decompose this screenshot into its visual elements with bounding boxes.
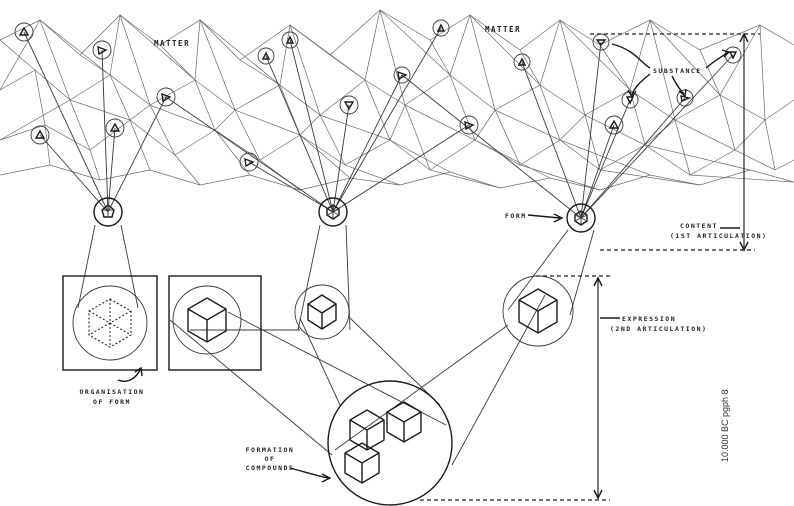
triangle-node [604, 115, 624, 135]
triangle-node [257, 47, 275, 65]
triangle-node [281, 31, 299, 49]
form-node-right [566, 203, 596, 233]
triangle-node [621, 91, 639, 109]
connection-lines [23, 27, 734, 466]
compound-cubes [344, 401, 422, 484]
triangle-node [459, 115, 479, 135]
form-nodes [93, 197, 596, 233]
label-matter-left: MATTER [154, 39, 190, 48]
annotation-arrows [117, 43, 731, 483]
triangle-node [432, 19, 450, 37]
triangle-node [105, 118, 125, 138]
form-node-left [93, 197, 123, 227]
triangle-node [239, 152, 259, 172]
label-organisation: ORGANISATION [80, 388, 145, 396]
image-credit: 10.000 BC pgph 8 [720, 389, 730, 462]
label-formation: FORMATION [246, 446, 295, 454]
dotted-hexagon [88, 298, 132, 348]
triangle-node [393, 66, 411, 84]
label-substance: SUBSTANCE [653, 67, 702, 75]
expression-shapes [62, 275, 574, 506]
label-content: CONTENT [680, 222, 718, 230]
label-content-articulation: (1ST ARTICULATION) [670, 232, 767, 240]
organisation-box-dotted [62, 275, 158, 371]
compounds-circle [327, 380, 453, 506]
cube-icon [187, 297, 227, 343]
label-expression-articulation: (2ND ARTICULATION) [610, 325, 707, 333]
expression-bracket [420, 275, 620, 501]
content-bracket [590, 32, 760, 252]
matter-mesh [0, 9, 794, 191]
triangle-node [92, 40, 112, 60]
organisation-box-solid [168, 275, 262, 371]
triangle-node [30, 125, 50, 145]
label-organisation-of-form: OF FORM [93, 398, 131, 406]
label-expression: EXPRESSION [622, 315, 676, 323]
triangle-node [676, 89, 694, 107]
label-form: FORM [505, 212, 527, 220]
label-formation-of: OF [265, 455, 276, 463]
triangle-node [513, 53, 531, 71]
triangle-node [156, 87, 176, 107]
triangle-node [339, 95, 359, 115]
cube-icon [307, 294, 337, 330]
triangle-nodes [14, 19, 742, 172]
triangle-node [14, 22, 34, 42]
form-node-middle [318, 197, 348, 227]
label-compounds: COMPOUNDS [246, 464, 295, 472]
label-matter-right: MATTER [485, 25, 521, 34]
cube-icon [518, 288, 558, 334]
